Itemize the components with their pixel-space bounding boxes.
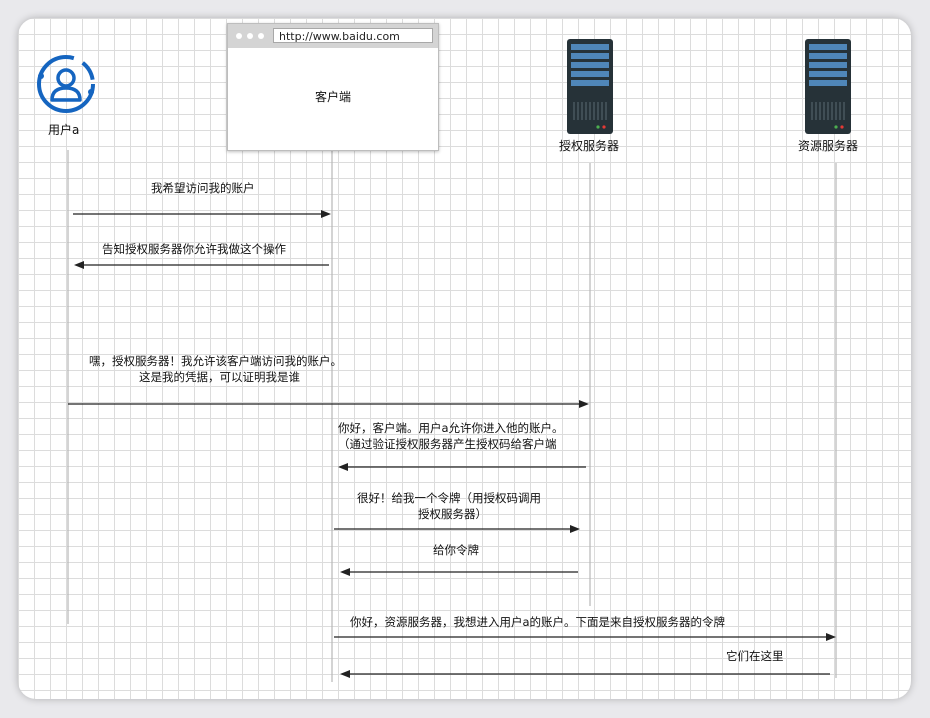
message-label-m4-line1: 你好，客户端。用户a允许你进入他的账户。	[338, 421, 564, 435]
message-label-m5-line1: 很好！给我一个令牌（用授权码调用	[357, 491, 541, 505]
participant-label-user: 用户a	[48, 123, 80, 137]
participant-label-auth-server: 授权服务器	[559, 139, 620, 153]
auth-server-icon	[567, 39, 613, 134]
arrow-m4	[338, 463, 586, 471]
arrow-m5	[334, 525, 580, 533]
diagram-canvas: 用户a 授权服务器 资源服务器 http://www.baidu.com 客户端…	[18, 18, 911, 699]
window-dot-icon	[258, 33, 264, 39]
participant-label-client: 客户端	[314, 90, 351, 104]
browser-url-bar: http://www.baidu.com	[273, 28, 433, 43]
arrow-m8	[340, 670, 830, 678]
message-label-m8: 它们在这里	[726, 649, 784, 663]
arrow-m2	[74, 261, 329, 269]
client-browser-window: http://www.baidu.com 客户端	[227, 23, 439, 151]
window-dot-icon	[247, 33, 253, 39]
message-label-m3-line2: 这是我的凭据，可以证明我是谁	[139, 370, 300, 384]
message-label-m3-line1: 嘿，授权服务器！我允许该客户端访问我的账户。	[89, 354, 342, 368]
message-label-m2: 告知授权服务器你允许我做这个操作	[102, 242, 286, 256]
browser-toolbar: http://www.baidu.com	[228, 24, 438, 48]
sequence-diagram	[37, 39, 851, 682]
message-label-m4-line2: （通过验证授权服务器产生授权码给客户端	[338, 437, 557, 451]
message-label-m1: 我希望访问我的账户	[151, 181, 255, 195]
message-label-m7: 你好，资源服务器，我想进入用户a的账户。下面是来自授权服务器的令牌	[350, 615, 726, 629]
participant-label-resource-server: 资源服务器	[798, 139, 859, 153]
arrow-m3	[68, 400, 589, 408]
arrow-m1	[73, 210, 331, 218]
arrow-m7	[334, 633, 836, 641]
arrow-m6	[340, 568, 578, 576]
user-icon	[37, 55, 95, 113]
message-label-m5-line2: 授权服务器）	[418, 507, 487, 521]
window-dot-icon	[236, 33, 242, 39]
message-label-m6: 给你令牌	[433, 543, 479, 557]
resource-server-icon	[805, 39, 851, 134]
